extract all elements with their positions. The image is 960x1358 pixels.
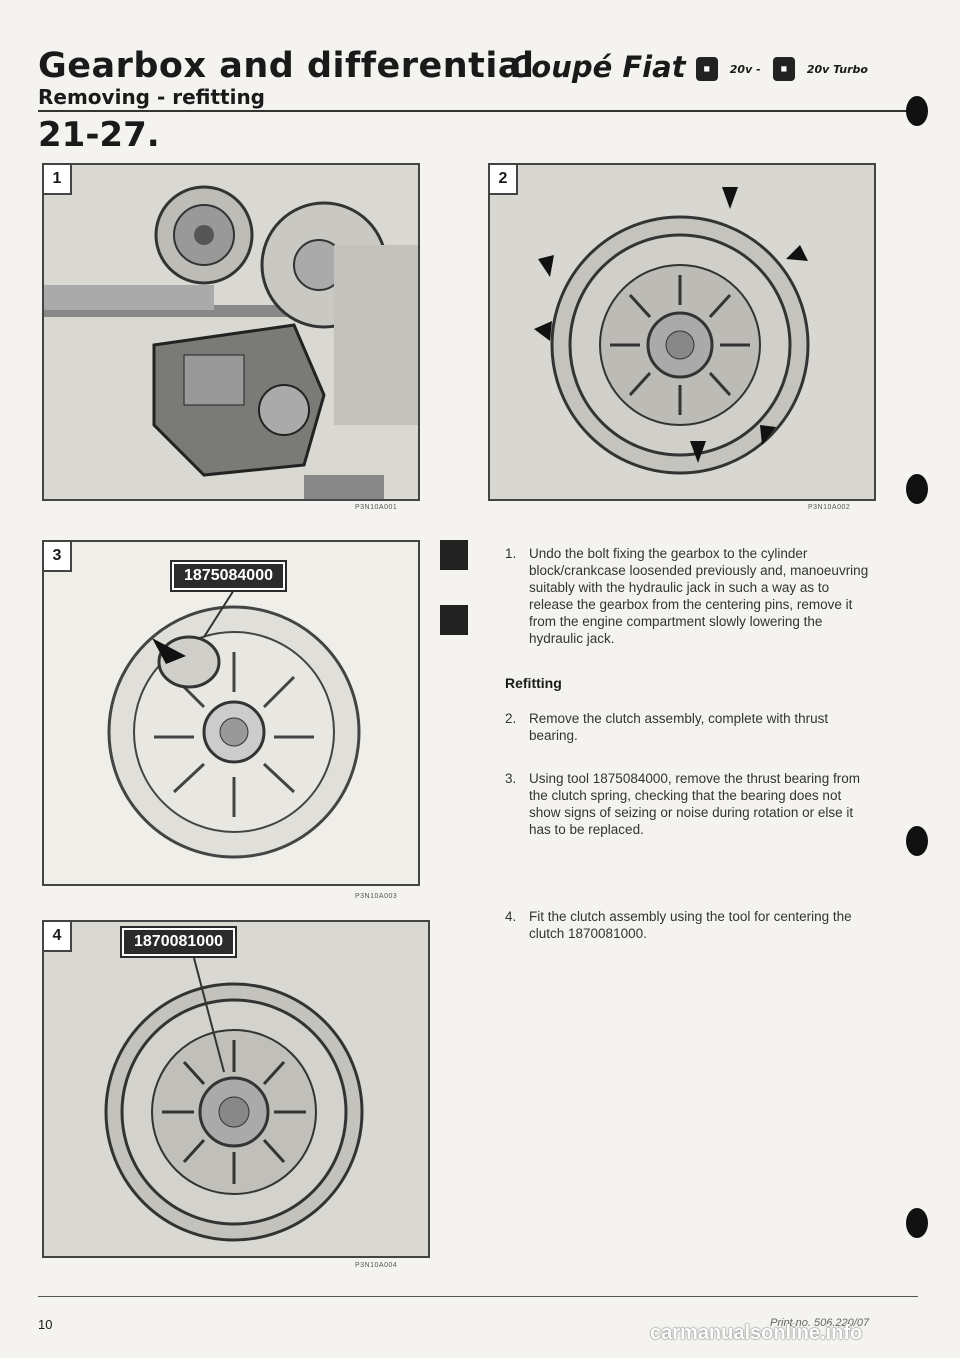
binder-hole-icon [906, 826, 928, 856]
figure-number: 1 [44, 165, 72, 195]
figure-code: P3N10A004 [355, 1262, 398, 1269]
figure-1: 1 [42, 163, 420, 501]
variant-label-1: 20v - [729, 62, 761, 76]
step-3: 3. Using tool 1875084000, remove the thr… [505, 770, 870, 838]
step-text: Undo the bolt fixing the gearbox to the … [529, 546, 869, 646]
section-subtitle: Removing - refitting [38, 85, 266, 109]
footer-rule [38, 1296, 918, 1297]
clutch-centering-illustration [44, 922, 428, 1256]
tool-number-label: 1875084000 [170, 560, 287, 592]
figure-number: 2 [490, 165, 518, 195]
model-title: Coupé Fiat ◼ 20v - ◼ 20v Turbo [510, 50, 870, 84]
figure-code: P3N10A002 [808, 504, 851, 511]
step-text: Remove the clutch assembly, complete wit… [529, 711, 829, 743]
thrust-bearing-illustration [44, 542, 418, 884]
tool-number-label: 1870081000 [120, 926, 237, 958]
engine-badge-icon: ◼ [772, 57, 795, 81]
removal-icon [440, 540, 468, 570]
step-number: 1. [505, 546, 517, 561]
model-name: Coupé Fiat [510, 50, 686, 84]
step-number: 3. [505, 771, 517, 786]
binder-hole-icon [906, 474, 928, 504]
engine-badge-icon: ◼ [695, 57, 718, 81]
section-title: Gearbox and differential [38, 46, 535, 86]
step-1: 1. Undo the bolt fixing the gearbox to t… [505, 545, 870, 647]
page-reference: 21-27. [38, 115, 160, 155]
refitting-heading: Refitting [505, 675, 562, 691]
step-number: 2. [505, 711, 517, 726]
binder-hole-icon [906, 1208, 928, 1238]
step-text: Fit the clutch assembly using the tool f… [529, 909, 852, 941]
figure-code: P3N10A001 [355, 504, 398, 511]
step-number: 4. [505, 909, 517, 924]
step-text: Using tool 1875084000, remove the thrust… [529, 771, 860, 837]
step-4: 4. Fit the clutch assembly using the too… [505, 908, 870, 942]
binder-hole-icon [906, 96, 928, 126]
figure-3: 3 1875084000 [42, 540, 420, 886]
variant-label-2: 20v Turbo [806, 62, 868, 76]
page-number: 10 [38, 1317, 53, 1332]
header-rule [38, 110, 918, 112]
figure-number: 4 [44, 922, 72, 952]
step-2: 2. Remove the clutch assembly, complete … [505, 710, 870, 744]
figure-number: 3 [44, 542, 72, 572]
refitting-icon [440, 605, 468, 635]
gearbox-removal-illustration [44, 165, 418, 499]
figure-4: 4 1870081000 [42, 920, 430, 1258]
figure-2: 2 [488, 163, 876, 501]
clutch-assembly-illustration [490, 165, 874, 499]
figure-code: P3N10A003 [355, 893, 398, 900]
watermark: carmanualsonline.info [650, 1322, 863, 1344]
print-reference: Print no. 506.220/07 [770, 1317, 870, 1329]
